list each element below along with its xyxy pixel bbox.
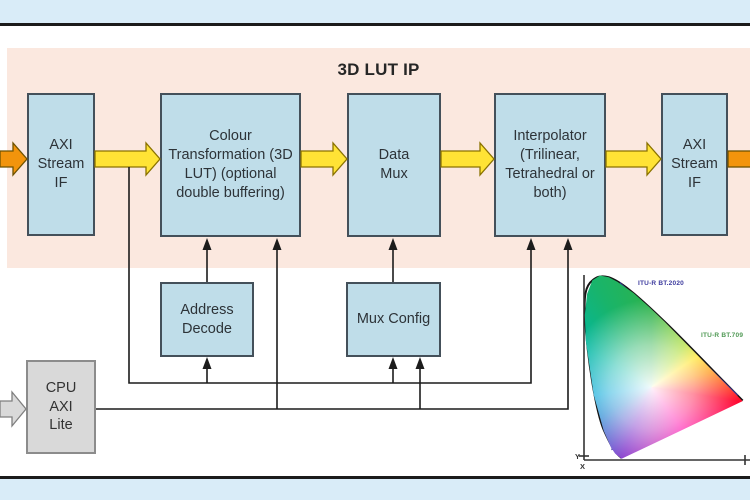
cpu-bus-arrow-icon bbox=[0, 390, 27, 428]
top-banner-bar bbox=[0, 0, 750, 26]
block-data-mux: Data Mux bbox=[347, 93, 441, 237]
block-label: AXI Stream IF bbox=[671, 137, 718, 191]
block-label: Mux Config bbox=[356, 311, 431, 328]
arrowhead-icon bbox=[415, 357, 425, 369]
chromaticity-axes bbox=[579, 275, 750, 465]
bottom-banner-bar bbox=[0, 476, 750, 500]
block-label: Data Mux bbox=[378, 147, 410, 182]
block-address-decode: Address Decode bbox=[160, 282, 254, 357]
block-cpu-axi-lite: CPU AXI Lite bbox=[26, 360, 96, 454]
cie-chromaticity-diagram: Y X ITU-R BT.2020 ITU-R BT.709 bbox=[575, 272, 750, 471]
block-colour-transformation: Colour Transformation (3D LUT) (optional… bbox=[160, 93, 301, 237]
block-axi-stream-if-out: AXI Stream IF bbox=[661, 93, 728, 236]
block-mux-config: Mux Config bbox=[346, 282, 441, 357]
arrowhead-icon bbox=[202, 357, 212, 369]
block-interpolator: Interpolator (Trilinear, Tetrahedral or … bbox=[494, 93, 606, 237]
arrowhead-icon bbox=[388, 357, 398, 369]
block-axi-stream-if-in: AXI Stream IF bbox=[27, 93, 95, 236]
x-axis-label: X bbox=[580, 462, 585, 470]
block-label: AXI Stream IF bbox=[37, 137, 85, 191]
bt2020-gamut-label: ITU-R BT.2020 bbox=[638, 280, 684, 287]
block-label: Interpolator (Trilinear, Tetrahedral or … bbox=[505, 128, 595, 201]
diagram-title: 3D LUT IP bbox=[337, 60, 420, 79]
block-label: Address Decode bbox=[180, 301, 234, 337]
block-label: Colour Transformation (3D LUT) (optional… bbox=[168, 128, 293, 201]
block-label: CPU AXI Lite bbox=[45, 379, 77, 434]
y-axis-label: Y bbox=[575, 452, 580, 461]
bt709-gamut-label: ITU-R BT.709 bbox=[701, 332, 744, 339]
